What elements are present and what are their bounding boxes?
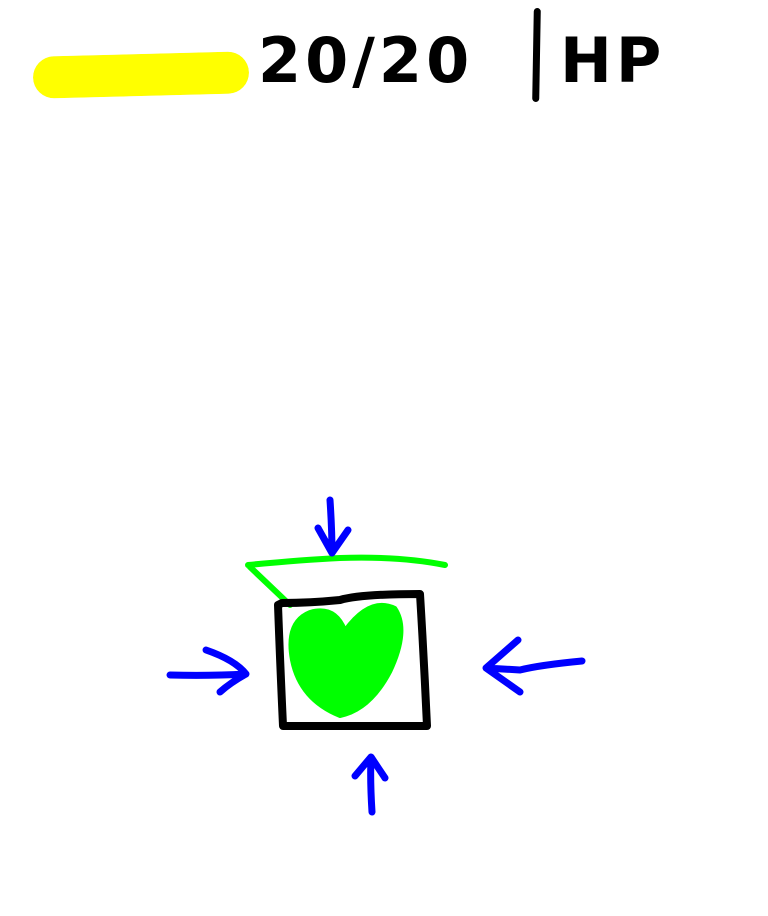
hp-label: HP — [560, 24, 666, 97]
hp-bar — [32, 51, 250, 99]
arrow-right-icon — [166, 646, 250, 696]
arrow-up-icon — [351, 753, 389, 816]
hp-value: 20/20 — [258, 24, 474, 97]
hp-bar-fill — [32, 51, 250, 99]
arrow-down-icon — [314, 496, 352, 557]
green-platform — [245, 554, 448, 608]
hp-divider — [532, 7, 541, 103]
heart-icon[interactable] — [288, 602, 404, 718]
hp-hud: 20/20 HP — [0, 0, 768, 120]
arrow-left-icon — [482, 636, 586, 696]
battle-box — [274, 590, 431, 730]
